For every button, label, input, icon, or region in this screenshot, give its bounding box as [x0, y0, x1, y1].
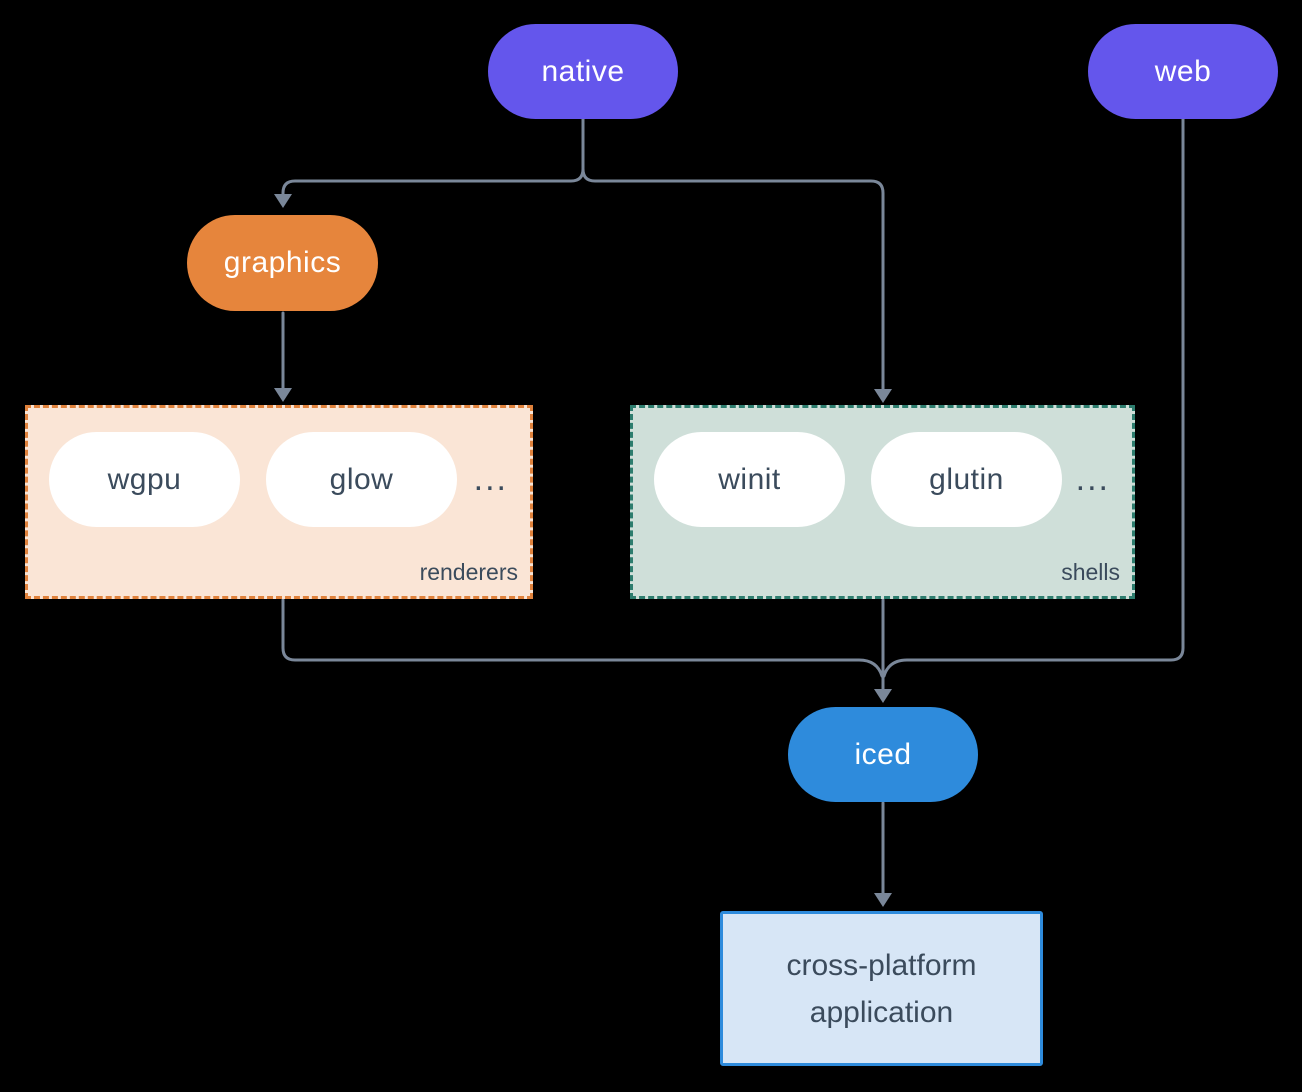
node-glow-label: glow — [329, 462, 394, 496]
arrowhead-iced — [874, 689, 892, 703]
edge-native-graphics — [281, 167, 585, 197]
shells-group-label: shells — [1061, 559, 1120, 585]
group-shells: winit glutin ... shells — [630, 405, 1135, 599]
renderers-ellipsis: ... — [473, 460, 508, 498]
node-graphics-label: graphics — [223, 246, 342, 279]
node-web: web — [1088, 24, 1278, 119]
node-iced-label: iced — [854, 737, 912, 771]
node-glow: glow — [266, 432, 457, 527]
node-iced: iced — [788, 707, 978, 802]
renderers-group-label: renderers — [419, 559, 518, 585]
node-wgpu-label: wgpu — [107, 462, 182, 496]
arrowhead-app — [874, 893, 892, 907]
node-graphics: graphics — [187, 215, 378, 311]
arrowhead-shells — [874, 389, 892, 403]
node-web-label: web — [1154, 54, 1212, 88]
node-winit: winit — [654, 432, 845, 527]
edge-web-merge — [882, 117, 1185, 678]
node-glutin: glutin — [871, 432, 1062, 527]
arrowhead-graphics — [274, 194, 292, 208]
node-native: native — [488, 24, 678, 119]
edge-renderers-merge — [281, 598, 884, 678]
node-winit-label: winit — [718, 462, 781, 496]
node-app-label: cross-platform application — [786, 948, 977, 1029]
node-cross-platform-application: cross-platform application — [720, 911, 1043, 1066]
group-renderers: wgpu glow ... renderers — [25, 405, 533, 599]
shells-ellipsis: ... — [1075, 460, 1110, 498]
node-glutin-label: glutin — [929, 462, 1004, 496]
edge-native-shells — [581, 167, 885, 391]
node-native-label: native — [541, 54, 625, 88]
node-wgpu: wgpu — [49, 432, 240, 527]
arrowhead-renderers — [274, 388, 292, 402]
